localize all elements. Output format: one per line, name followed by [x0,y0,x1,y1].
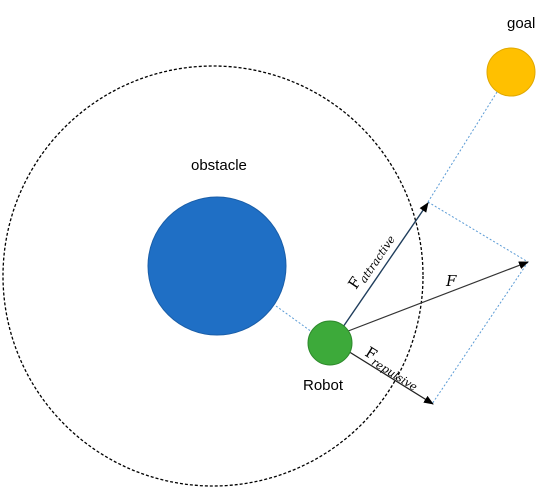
obstacle-label: obstacle [191,157,247,174]
goal-label: goal [507,15,535,32]
obstacle-to-robot-guide-line [275,305,313,333]
goal-direction-guide-line [427,91,498,203]
resultant-force-arrow [342,261,529,334]
robot-circle [307,320,353,366]
obstacle-influence-boundary [2,65,424,487]
goal-circle [486,47,536,97]
robot-label: Robot [303,377,344,394]
attractive-force-arrow [342,202,429,328]
attractive-force-label: Fattractive [344,228,398,294]
resultant-force-label: F [445,272,457,290]
repulsive-force-subscript: repulsive [369,355,420,393]
repulsive-force-arrow [342,347,434,405]
obstacle-circle [147,196,287,336]
parallelogram-top-guide-line [427,201,529,263]
parallelogram-right-guide-line [431,261,529,405]
